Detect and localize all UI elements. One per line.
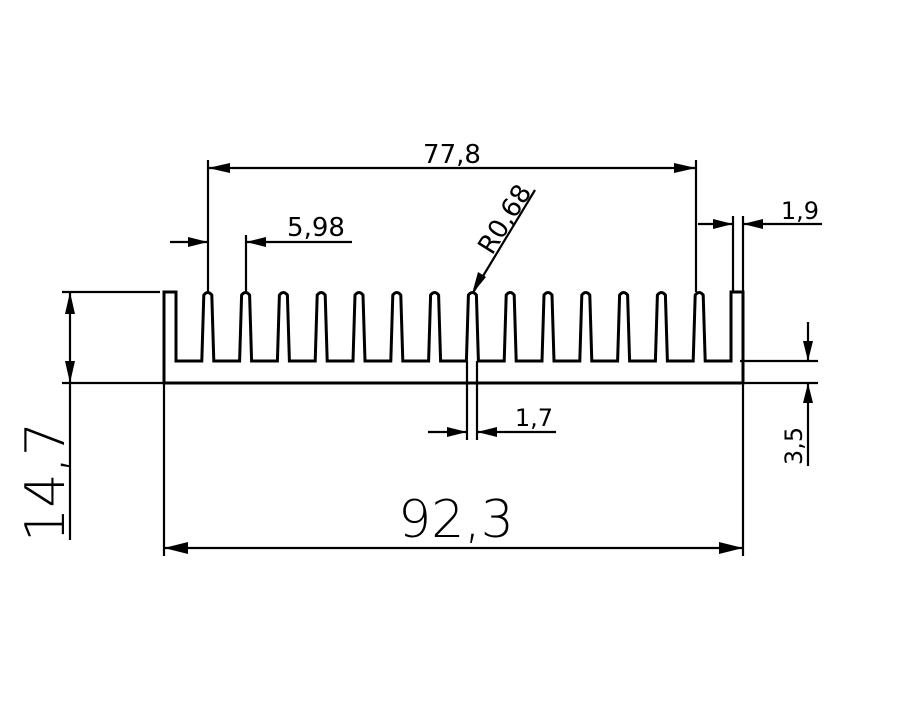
endfin-arrow-right <box>743 219 763 229</box>
radius-arrow <box>472 272 486 294</box>
heatsink-profile <box>162 290 745 385</box>
pitch-arrow-right <box>246 237 266 247</box>
height-arrow-bottom <box>65 361 75 383</box>
fin-width-arrow-left <box>447 427 467 437</box>
width-arrow-right <box>719 542 743 554</box>
pitch-arrow-left <box>188 237 208 247</box>
endfin-arrow-left <box>713 219 733 229</box>
end-fin-width-label: 1,9 <box>781 197 819 225</box>
span-arrow-left <box>208 163 230 173</box>
fin-pitch-label: 5,98 <box>287 213 345 243</box>
total-width-label: 92,3 <box>398 490 514 550</box>
fin-span-label: 77,8 <box>423 140 481 170</box>
base-arrow-bottom <box>803 383 813 403</box>
fin-radius-label: R0,68 <box>472 179 538 259</box>
fin-width-arrow-right <box>477 427 497 437</box>
height-arrow-top <box>65 292 75 314</box>
total-height-label: 14,7 <box>14 422 77 542</box>
base-thickness-label: 3,5 <box>780 427 808 465</box>
base-arrow-top <box>803 341 813 361</box>
radius-leader <box>473 189 536 292</box>
fin-width-label: 1,7 <box>515 404 553 432</box>
width-arrow-left <box>164 542 188 554</box>
span-arrow-right <box>674 163 696 173</box>
